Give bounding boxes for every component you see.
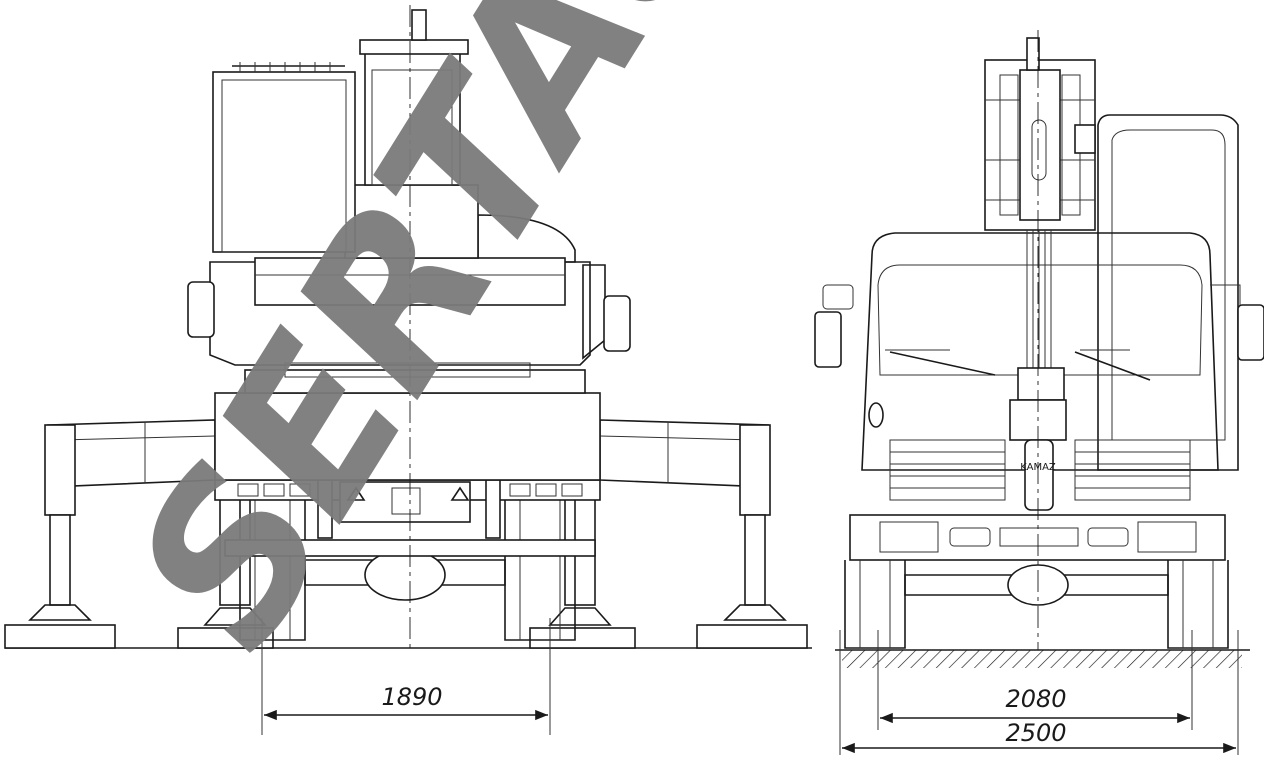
dimension-label-1890: 1890 [381,683,442,711]
outrigger-pad-left [4,624,116,649]
front-mirror-right [1237,304,1264,361]
hook [1024,439,1054,511]
front-view: KAMAZ 2080 2500 [814,30,1264,755]
ground-hatch [842,650,1242,668]
mirror-left [187,281,215,338]
mirror-right [603,295,631,352]
front-boom-column [1019,69,1061,221]
rear-view: 1890 [4,5,812,735]
operator-cabin [212,71,356,253]
headlight-right [1137,521,1197,553]
outrigger-leg-right [739,424,771,516]
rear-body [209,261,591,366]
rear-hitch-plate [339,481,471,523]
front-wheel-left [844,560,906,649]
boom-tip [411,9,427,41]
front-operator-cabin [1097,114,1239,471]
truck-cab [861,232,1219,471]
dimension-label-2500: 2500 [1005,719,1066,747]
outrigger-leg-left [44,424,76,516]
front-mirror-left [814,311,842,368]
rear-subframe [214,392,601,481]
front-wheel-right [1167,560,1229,649]
cab-roof-right [477,214,576,263]
windshield [877,264,1203,376]
outrigger-pad-right [696,624,808,649]
dimension-label-2080: 2080 [1005,685,1066,713]
hook-block [1017,367,1065,401]
headlight-left [879,521,939,553]
